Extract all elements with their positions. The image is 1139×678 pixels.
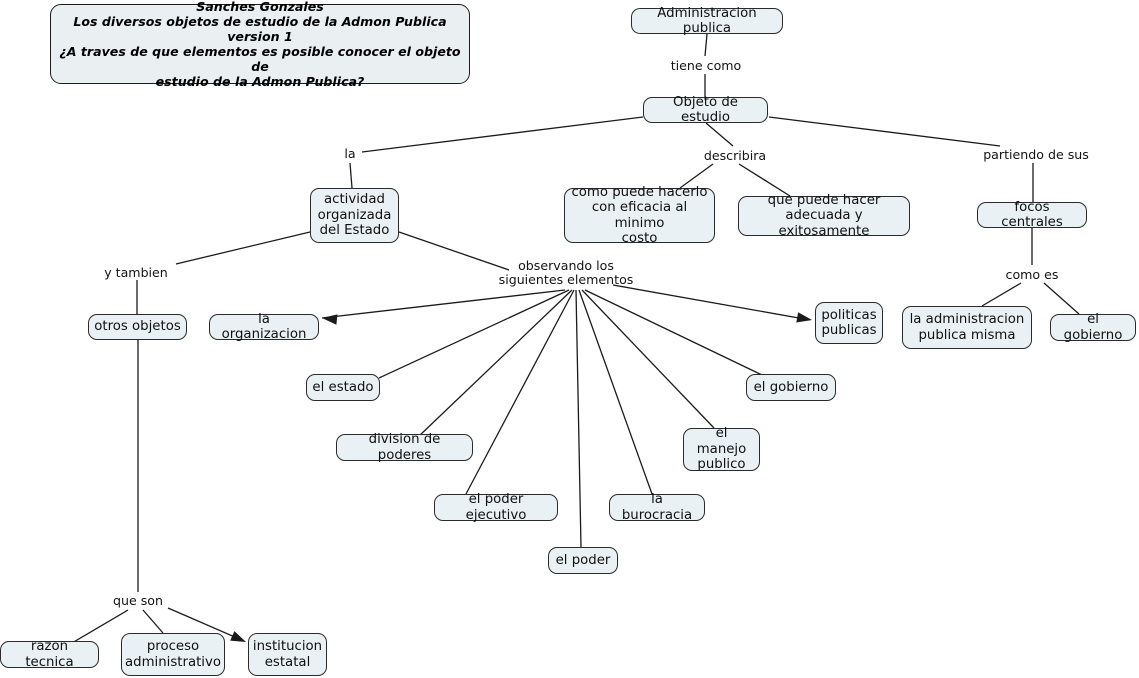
node-actividad-organizada-del-estado[interactable]: actividad organizada del Estado — [310, 188, 399, 243]
link-label-y-tambien[interactable]: y tambien — [104, 265, 168, 280]
node-el-manejo-publico[interactable]: el manejo publico — [683, 426, 760, 472]
link-label-como-es[interactable]: como es — [1005, 267, 1059, 282]
edge-la-to-actividad — [349, 162, 353, 189]
node-la-burocracia[interactable]: la burocracia — [609, 492, 705, 523]
node-division-de-poderes[interactable]: division de poderes — [336, 432, 473, 463]
edge-hub-to-elpoder — [575, 289, 582, 548]
node-el-estado[interactable]: el estado — [306, 374, 380, 401]
edge-objeto-to-la — [361, 116, 644, 153]
link-label-describira[interactable]: describira — [703, 148, 767, 163]
link-label-observando-los-siguientes-elementos[interactable]: observando los siguientes elementos — [498, 258, 634, 287]
node-objeto-de-estudio[interactable]: Objeto de estudio — [643, 95, 768, 125]
edge-quemos-to-proceso — [142, 609, 164, 634]
edge-admin-to-tienecomo — [704, 33, 708, 57]
arrow-institucion-estatal — [230, 631, 246, 642]
link-label-partiendo-de-sus[interactable]: partiendo de sus — [983, 147, 1089, 162]
edge-hub-to-burocracia — [578, 289, 653, 495]
edge-describira-to-como — [679, 163, 714, 189]
node-politicas-publicas[interactable]: politicas publicas — [815, 302, 883, 344]
node-institucion-estatal[interactable]: institucion estatal — [248, 633, 327, 676]
node-razon-tecnica[interactable]: razon tecnica — [0, 639, 99, 670]
edge-objeto-to-describira — [705, 122, 734, 147]
link-label-que-son[interactable]: que son — [113, 593, 163, 608]
link-label-la[interactable]: la — [344, 146, 356, 161]
node-que-puede-hacer[interactable]: que puede hacer adecuada y exitosamente — [738, 193, 910, 239]
edge-quemos-to-institucion — [167, 607, 245, 642]
edge-hub-to-division — [417, 289, 573, 438]
edge-hub-to-manejo — [581, 289, 715, 429]
title-box: Sanches Gonzales Los diversos objetos de… — [50, 0, 470, 89]
node-el-gobierno-centro[interactable]: el gobierno — [746, 374, 836, 401]
edge-hub-to-organizacion — [321, 289, 566, 319]
node-la-organizacion[interactable]: la organizacion — [209, 312, 319, 342]
edge-comoes-to-adminmisma — [981, 282, 1022, 307]
edge-hub-to-politicas — [612, 284, 811, 321]
arrow-la-organizacion — [322, 314, 338, 325]
edge-actividad-to-ytambien — [175, 231, 311, 265]
node-la-administracion-publica-misma[interactable]: la administracion publica misma — [902, 306, 1032, 349]
node-focos-centrales[interactable]: focos centrales — [977, 200, 1087, 230]
edge-hub-to-poderejec — [465, 289, 575, 495]
node-el-gobierno-derecha[interactable]: el gobierno — [1050, 312, 1136, 343]
edge-hub-to-estado — [378, 289, 570, 379]
edge-objeto-to-partiendo — [768, 116, 1001, 147]
node-proceso-administrativo[interactable]: proceso administrativo — [121, 633, 225, 676]
edge-actividad-to-hub — [398, 231, 510, 271]
node-como-puede-hacerlo[interactable]: como puede hacerlo con eficacia al minim… — [564, 185, 715, 246]
link-label-tiene-como[interactable]: tiene como — [670, 58, 742, 73]
node-el-poder[interactable]: el poder — [548, 547, 618, 574]
node-administracion-publica[interactable]: Administracion publica — [631, 6, 783, 36]
edge-comoes-to-gobiernoder — [1043, 282, 1080, 315]
edge-quemos-to-razon — [71, 609, 129, 644]
edge-describira-to-quepuede — [738, 163, 791, 197]
arrow-politicas-publicas — [796, 312, 812, 323]
node-otros-objetos[interactable]: otros objetos — [88, 314, 187, 340]
node-el-poder-ejecutivo[interactable]: el poder ejecutivo — [434, 492, 558, 523]
edge-hub-to-gobiernocentro — [584, 289, 763, 376]
